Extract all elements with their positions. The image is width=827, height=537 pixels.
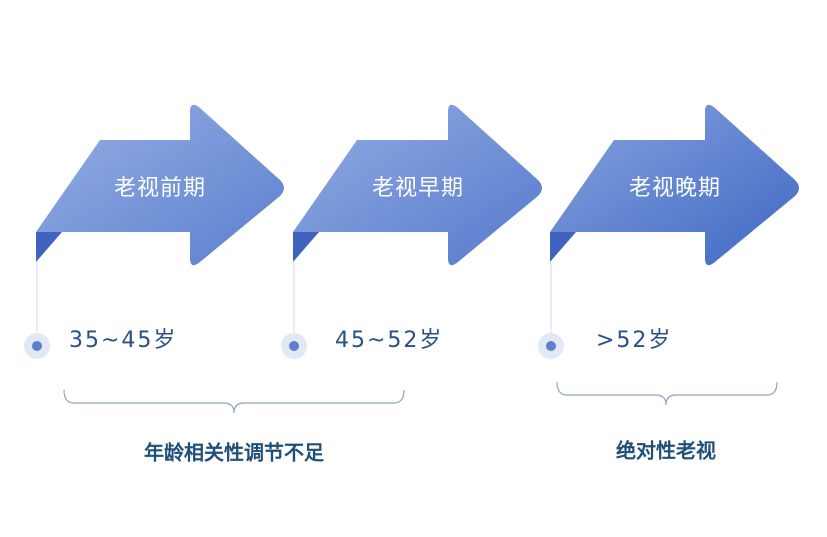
stage-1-name: 老视前期 — [113, 176, 207, 201]
stage-2-age: 45~52岁 — [335, 328, 444, 353]
stage-1-dot — [24, 333, 50, 359]
stage-3-age: >52岁 — [596, 328, 673, 353]
stage-2-name: 老视早期 — [371, 176, 465, 201]
stage-2-dot — [281, 333, 307, 359]
stage-3-name: 老视晚期 — [628, 176, 722, 201]
stage-arrow-1 — [36, 104, 284, 266]
stage-arrow-2 — [293, 104, 542, 266]
group-2-label: 绝对性老视 — [616, 438, 716, 463]
group-2-bracket — [556, 381, 778, 406]
group-1-label: 年龄相关性调节不足 — [144, 440, 324, 465]
stage-3-dot — [538, 333, 564, 359]
stage-1-age: 35~45岁 — [69, 328, 178, 353]
group-1-bracket — [63, 389, 405, 414]
stage-arrow-3 — [550, 104, 799, 266]
